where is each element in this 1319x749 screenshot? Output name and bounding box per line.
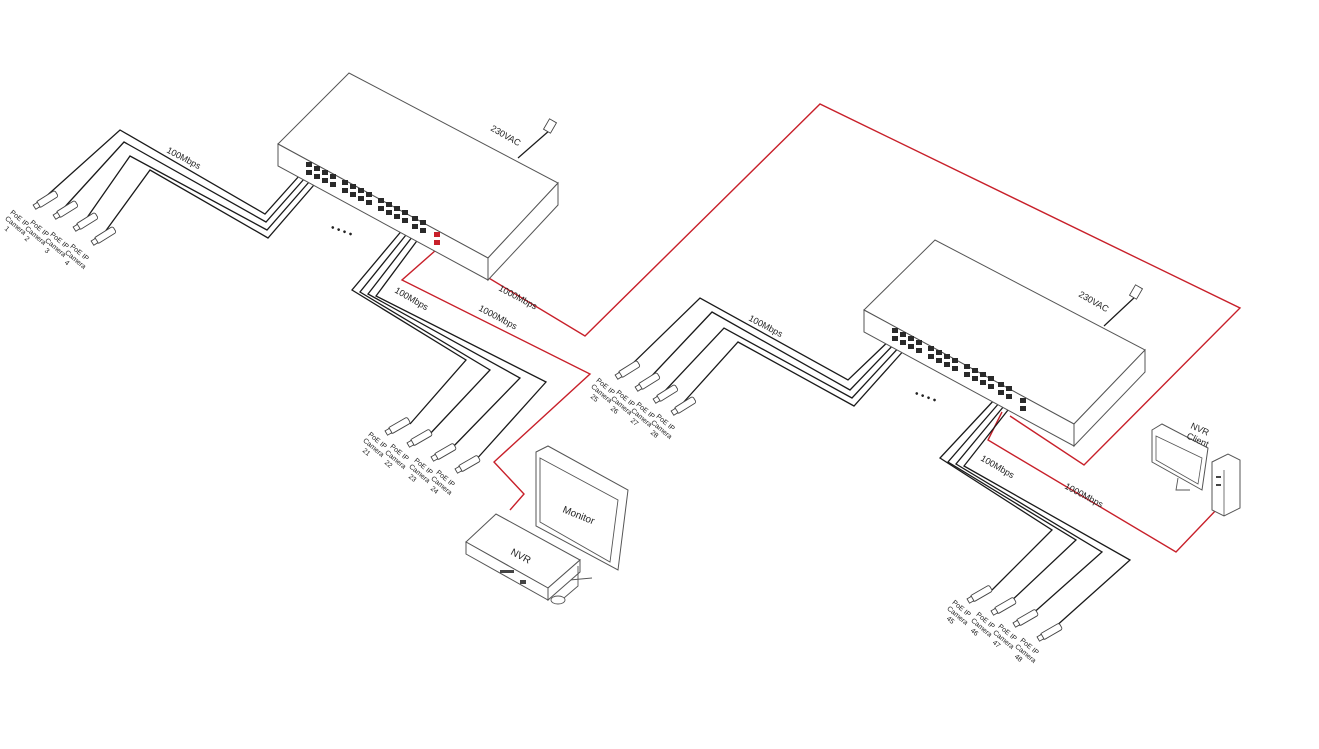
switch-b-power-label: 230VAC <box>1077 289 1111 314</box>
switch-a-sfp-ports <box>434 232 440 245</box>
camera-group-2: PoE IPCamera21 PoE IPCamera22 PoE IPCame… <box>356 417 481 497</box>
cam-label-22: PoE IPCamera22 <box>378 443 412 477</box>
link-switch-b-to-nvr-client <box>987 411 1219 553</box>
power-plug-icon <box>542 118 558 134</box>
switch-b-ports <box>892 328 1012 399</box>
switch-b-sfp-ports <box>1020 398 1026 411</box>
camera-23 <box>430 443 457 462</box>
cam-label-21: PoE IPCamera21 <box>356 431 390 465</box>
camera-21 <box>384 417 411 436</box>
link-switch-a-to-nvr <box>400 249 592 511</box>
camera-3 <box>72 212 99 232</box>
camera-24 <box>454 455 481 474</box>
camera-cables <box>41 129 1132 629</box>
camera-47 <box>1012 609 1039 628</box>
monitor-screen <box>539 457 619 563</box>
nvr-recorder: NVR <box>465 513 581 605</box>
camera-1 <box>32 190 59 210</box>
camera-28 <box>670 396 697 416</box>
switch-a-ports <box>306 162 426 233</box>
camera-group-4: PoE IPCamera45 PoE IPCamera46 PoE IPCame… <box>940 585 1063 665</box>
cam-label-23: PoE IPCamera23 <box>402 457 436 491</box>
switch-b-power-cord <box>1103 295 1137 327</box>
camera-group-3: PoE IPCamera25 PoE IPCamera26 PoE IPCame… <box>589 360 697 441</box>
switch-b-side <box>1073 348 1146 448</box>
speed-b-bottom: 100Mbps <box>979 453 1016 480</box>
camera-26 <box>634 372 661 392</box>
uplink-switch-a-to-switch-b <box>428 103 1242 466</box>
camera-group-1: PoE IPCamera1 PoE IPCamera2 PoE IPCamera… <box>3 190 117 271</box>
speed-a-bottom: 100Mbps <box>393 285 430 312</box>
switch-a-port-ellipsis: • • • • <box>329 222 354 240</box>
switch-a-power-label: 230VAC <box>489 123 523 148</box>
power-plug-icon <box>1128 284 1144 300</box>
switch-a-side <box>487 181 559 282</box>
cam-label-47: PoE IPCamera47 <box>986 623 1020 657</box>
camera-46 <box>990 597 1017 616</box>
camera-22 <box>406 429 433 448</box>
nvr-client-pc: NVR Client <box>1151 421 1241 517</box>
switch-b-port-ellipsis: • • • • <box>913 388 938 406</box>
mouse-icon <box>550 595 566 605</box>
speed-b-client: 1000Mbps <box>1063 481 1105 510</box>
speed-a-uplink: 1000Mbps <box>497 283 539 312</box>
poe-switch-a: 230VAC • • • • <box>277 72 559 282</box>
camera-25 <box>614 360 641 380</box>
switch-a-power-cord <box>517 129 551 159</box>
camera-4 <box>90 226 117 246</box>
client-tower <box>1211 453 1241 517</box>
nvr-side <box>547 558 581 602</box>
camera-48 <box>1036 623 1063 642</box>
camera-27 <box>652 384 679 404</box>
poe-switch-b: 230VAC • • • • <box>863 239 1146 448</box>
cam-label-45: PoE IPCamera45 <box>940 599 974 633</box>
camera-2 <box>52 200 79 220</box>
cam-label-46: PoE IPCamera46 <box>964 611 998 645</box>
camera-45 <box>966 585 993 604</box>
